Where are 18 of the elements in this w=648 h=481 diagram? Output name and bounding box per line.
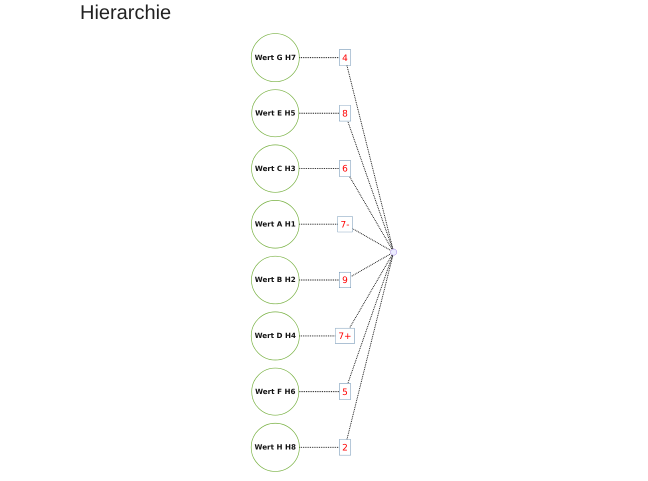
edge-label: 9: [342, 274, 348, 286]
edge-label: 5: [342, 386, 348, 397]
connector: [298, 253, 392, 280]
edge-label: 8: [342, 108, 348, 119]
connector: [298, 112, 394, 250]
edge-label: 4: [342, 52, 348, 63]
edge-label: 2: [342, 442, 348, 453]
node-circle: [390, 248, 398, 256]
connector: [298, 57, 394, 250]
connector: [298, 224, 392, 251]
connector: [298, 254, 394, 448]
edge-label: 7-: [340, 218, 350, 230]
connector: [298, 254, 393, 336]
edge-label: 6: [342, 163, 348, 174]
edge-label: 7+: [338, 330, 352, 342]
connector: [298, 168, 393, 250]
connector: [298, 254, 394, 392]
diagram-title: Hierarchie: [80, 2, 172, 25]
